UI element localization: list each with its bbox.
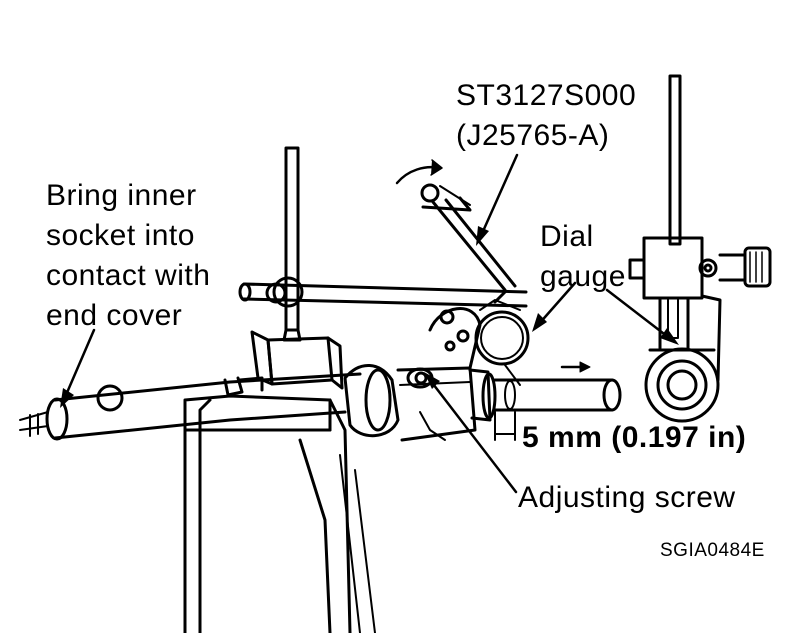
dimension-marker — [494, 411, 516, 441]
mounting-bracket — [183, 394, 376, 633]
instruction-line: socket into — [46, 219, 195, 252]
adjusting-screw-label: Adjusting screw — [518, 481, 736, 514]
travel-arrow-icon — [560, 361, 591, 373]
dial-gauge-detail — [628, 74, 772, 423]
dial-gauge-line: Dial — [540, 220, 594, 253]
figure-code: SGIA0484E — [660, 540, 765, 561]
stand-rod — [282, 146, 302, 342]
dial-gauge-line: gauge — [540, 260, 626, 293]
instruction-line: Bring inner — [46, 179, 197, 212]
instruction-label: Bring inner socket into contact with end… — [46, 176, 210, 336]
gear-housing — [343, 307, 482, 442]
clamp-block — [250, 330, 344, 390]
dial-gauge-center — [474, 290, 530, 386]
leader-lines — [64, 153, 674, 494]
special-tool-arm — [420, 183, 517, 292]
horizontal-bar — [238, 276, 528, 308]
measurement-label: 5 mm (0.197 in) — [522, 421, 747, 454]
dial-gauge-label: Dial gauge — [540, 217, 626, 297]
rotation-arrow-icon — [395, 159, 443, 185]
instruction-line: end cover — [46, 299, 183, 332]
instruction-line: contact with — [46, 259, 211, 292]
rack-housing — [19, 372, 362, 441]
leader-arrowheads — [60, 226, 679, 408]
rack-shaft — [468, 368, 622, 422]
tool-number-label: ST3127S000 (J25765-A) — [456, 76, 636, 156]
tool-number: ST3127S000 — [456, 79, 637, 112]
tool-alt-number: (J25765-A) — [456, 119, 610, 152]
